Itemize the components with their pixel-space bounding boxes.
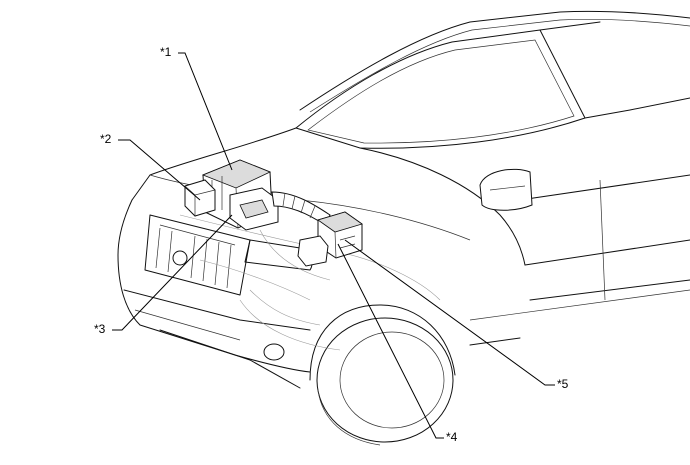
- front-tire: [316, 317, 454, 443]
- callout-4: *4: [446, 430, 458, 444]
- air-intake-assembly: [184, 159, 331, 231]
- leader-3: [112, 214, 233, 331]
- emblem: [172, 250, 188, 266]
- leader-4: [337, 243, 444, 439]
- control-module-assembly: [297, 211, 363, 267]
- leader-lines: [112, 52, 555, 439]
- callout-1: *1: [160, 45, 172, 59]
- callout-2: *2: [100, 132, 112, 146]
- callout-5: *5: [557, 377, 569, 391]
- hose-ribs: [282, 192, 316, 219]
- leader-1: [178, 52, 233, 171]
- callout-3: *3: [94, 322, 106, 336]
- vehicle-body: [117, 10, 690, 446]
- leader-2: [118, 139, 201, 201]
- leader-5: [344, 239, 555, 386]
- fog-light: [263, 343, 285, 361]
- grille-slats: [155, 227, 232, 289]
